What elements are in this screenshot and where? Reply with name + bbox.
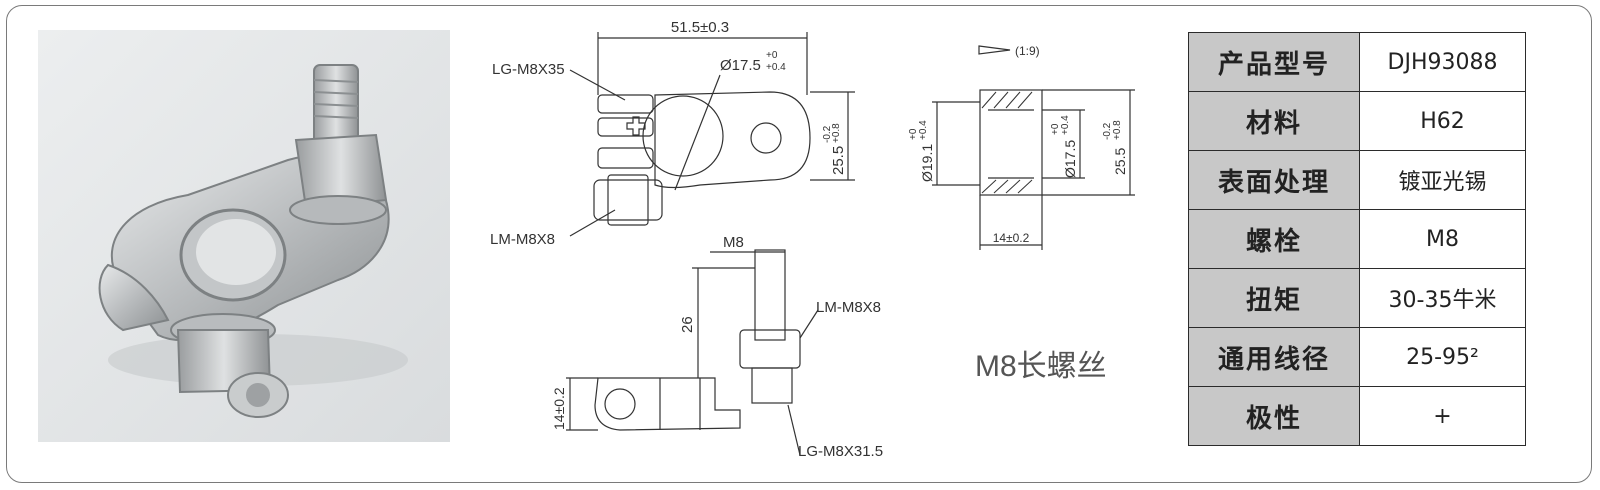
spec-value: DJH93088 bbox=[1359, 32, 1526, 92]
tol-plus08: +0.8 bbox=[831, 123, 842, 143]
spec-value: H62 bbox=[1359, 91, 1526, 151]
spec-value: 镀亚光锡 bbox=[1359, 150, 1526, 210]
taper-ratio: (1:9) bbox=[1015, 44, 1040, 58]
height-dim: 25.5 bbox=[830, 146, 847, 175]
tol-minus02-b: -0.2 bbox=[1102, 122, 1113, 140]
label-lm-m8x8-left: LM-M8X8 bbox=[490, 231, 555, 248]
dia-main: Ø17.5 bbox=[720, 57, 761, 74]
spec-key: 螺栓 bbox=[1188, 209, 1360, 269]
bolt-m8: M8 bbox=[723, 234, 744, 251]
dia-191: Ø19.1 bbox=[919, 144, 935, 182]
label-lg-m8x315: LG-M8X31.5 bbox=[798, 443, 883, 460]
dim-length: 51.5±0.3 bbox=[671, 19, 729, 36]
table-row: 产品型号 DJH93088 bbox=[1188, 32, 1526, 92]
table-row: 极性 + bbox=[1188, 386, 1526, 446]
label-lg-m8x35: LG-M8X35 bbox=[492, 61, 565, 78]
spec-key: 产品型号 bbox=[1188, 32, 1360, 92]
table-row: 扭矩 30-35牛米 bbox=[1188, 268, 1526, 328]
tol-minus02: -0.2 bbox=[822, 125, 833, 143]
tol-plus04-c: +0.4 bbox=[1060, 115, 1071, 135]
dia-175-section: Ø17.5 bbox=[1062, 140, 1078, 178]
spec-value: + bbox=[1359, 386, 1526, 446]
drawing-caption: M8长螺丝 bbox=[975, 350, 1107, 383]
spec-key: 材料 bbox=[1188, 91, 1360, 151]
lug-hole bbox=[750, 122, 782, 154]
tol-plus0: +0 bbox=[766, 50, 778, 61]
table-row: 材料 H62 bbox=[1188, 91, 1526, 151]
table-row: 螺栓 M8 bbox=[1188, 209, 1526, 269]
tol-plus0-c: +0 bbox=[1050, 123, 1061, 135]
technical-drawing: 51.5±0.3 LG-M8X35 Ø17.5 +0 +0.4 LM-M8X8 … bbox=[490, 19, 1135, 460]
spec-value: M8 bbox=[1359, 209, 1526, 269]
tol-plus0-b: +0 bbox=[908, 128, 919, 140]
spec-key: 通用线径 bbox=[1188, 327, 1360, 387]
tol-plus04-b: +0.4 bbox=[918, 120, 929, 140]
side-14: 14±0.2 bbox=[551, 387, 567, 430]
table-row: 表面处理 镀亚光锡 bbox=[1188, 150, 1526, 210]
spec-value: 25-95² bbox=[1359, 327, 1526, 387]
width-14: 14±0.2 bbox=[993, 231, 1030, 245]
product-photo bbox=[38, 30, 450, 442]
spec-value: 30-35牛米 bbox=[1359, 268, 1526, 328]
terminal-outline bbox=[654, 91, 811, 189]
table-row: 通用线径 25-95² bbox=[1188, 327, 1526, 387]
spec-table: 产品型号 DJH93088 材料 H62 表面处理 镀亚光锡 螺栓 M8 扭矩 … bbox=[1188, 32, 1526, 446]
spec-key: 极性 bbox=[1188, 386, 1360, 446]
spec-key: 表面处理 bbox=[1188, 150, 1360, 210]
label-lm-m8x8-right: LM-M8X8 bbox=[816, 299, 881, 316]
tol-plus08-b: +0.8 bbox=[1112, 120, 1123, 140]
bolt-26: 26 bbox=[679, 316, 696, 333]
tol-plus04: +0.4 bbox=[766, 62, 786, 73]
spec-key: 扭矩 bbox=[1188, 268, 1360, 328]
height-section: 25.5 bbox=[1112, 148, 1128, 175]
